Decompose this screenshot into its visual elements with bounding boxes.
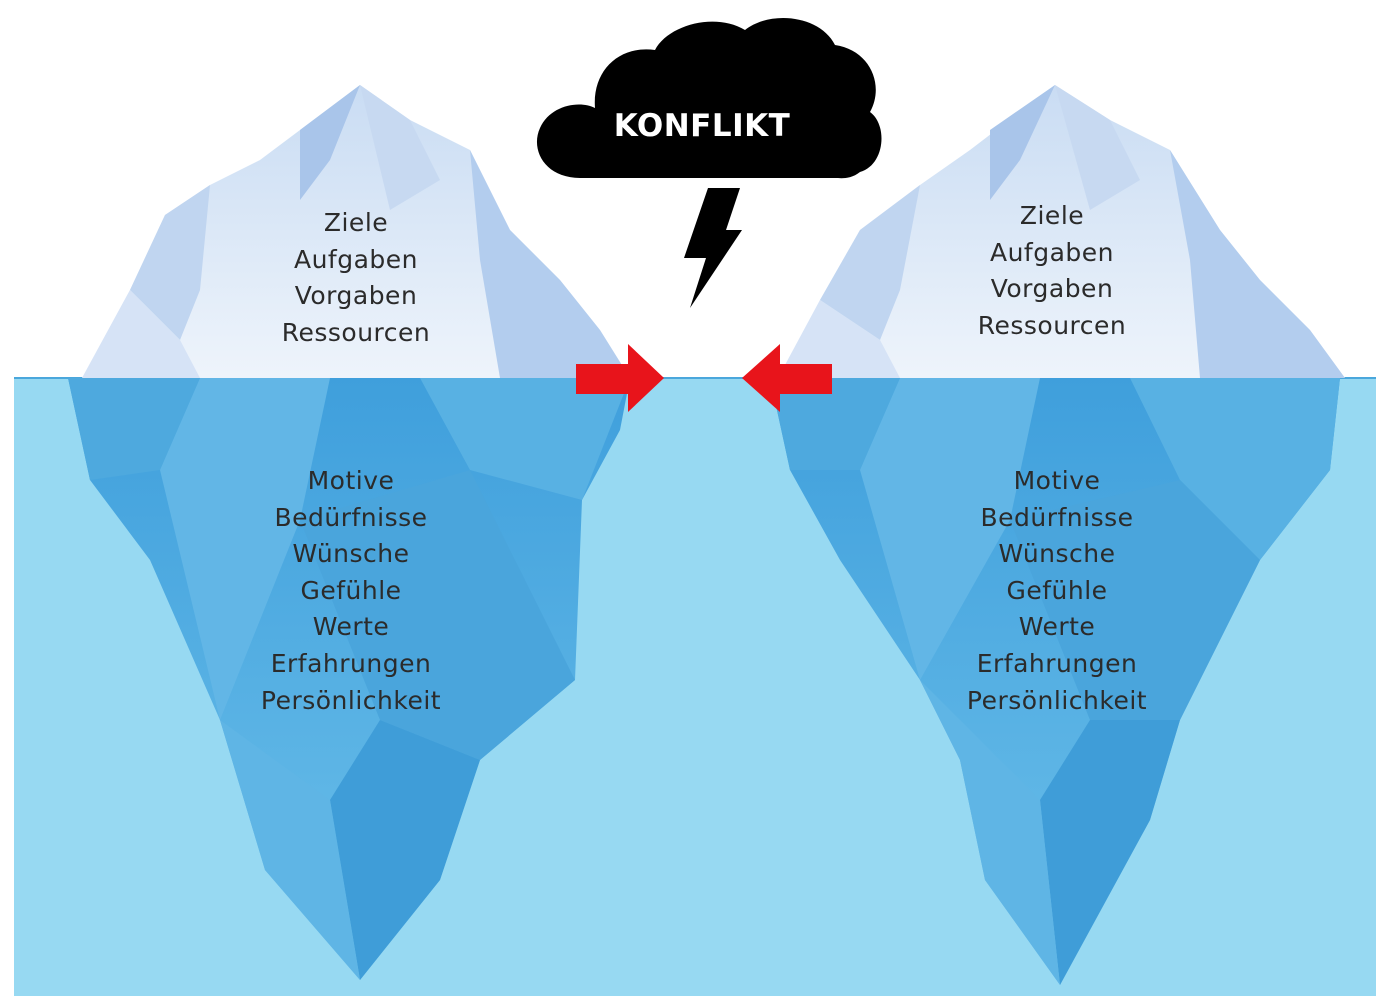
label-ressourcen: Ressourcen — [977, 310, 1127, 340]
iceberg-left — [68, 85, 630, 980]
iceberg-right-facet — [1170, 150, 1345, 378]
iceberg-right-above-labels: Ziele Aufgaben Vorgaben Ressourcen — [952, 198, 1152, 344]
label-werte: Werte — [312, 612, 390, 642]
iceberg-left-facet — [420, 378, 630, 500]
cloud-label: KONFLIKT — [613, 108, 791, 144]
label-gefuehle: Gefühle — [300, 575, 402, 605]
label-wuensche: Wünsche — [292, 539, 410, 569]
lightning-bolt-icon — [684, 188, 742, 308]
label-erfahrungen: Erfahrungen — [270, 648, 432, 678]
iceberg-right-facet — [778, 300, 900, 378]
label-erfahrungen: Erfahrungen — [976, 648, 1138, 678]
label-aufgaben: Aufgaben — [989, 237, 1115, 267]
iceberg-right-facet — [920, 680, 1060, 985]
label-motive: Motive — [307, 466, 395, 495]
label-beduerfnisse: Bedürfnisse — [980, 502, 1134, 532]
iceberg-right-facet — [820, 185, 920, 340]
iceberg-right-facet — [1130, 378, 1340, 560]
iceberg-left-facet — [470, 150, 630, 378]
label-gefuehle: Gefühle — [1006, 575, 1108, 605]
iceberg-right-facet — [1010, 480, 1260, 720]
label-aufgaben: Aufgaben — [293, 244, 419, 274]
label-persoenlichkeit: Persönlichkeit — [966, 685, 1148, 715]
arrow-left — [742, 344, 832, 412]
label-ressourcen: Ressourcen — [281, 317, 431, 347]
iceberg-right-facet — [770, 378, 900, 470]
label-beduerfnisse: Bedürfnisse — [274, 502, 428, 532]
label-ziele: Ziele — [1019, 201, 1085, 230]
iceberg-left-facet — [330, 720, 480, 980]
iceberg-right-facet — [1040, 720, 1180, 985]
label-wuensche: Wünsche — [998, 539, 1116, 569]
iceberg-right-below-labels: Motive Bedürfnisse Wünsche Gefühle Werte… — [932, 463, 1182, 719]
iceberg-left-facet — [130, 185, 210, 340]
iceberg-right-facet — [990, 85, 1055, 200]
iceberg-left-below-labels: Motive Bedürfnisse Wünsche Gefühle Werte… — [226, 463, 476, 719]
iceberg-left-facet — [68, 378, 200, 480]
iceberg-right — [770, 85, 1345, 985]
conflict-cloud — [536, 18, 882, 308]
iceberg-right-facet — [860, 378, 1040, 680]
iceberg-right-facet — [1055, 85, 1140, 210]
label-vorgaben: Vorgaben — [990, 274, 1114, 304]
label-motive: Motive — [1013, 466, 1101, 495]
iceberg-left-facet — [360, 85, 440, 210]
arrow-left-icon — [742, 344, 832, 412]
label-werte: Werte — [1018, 612, 1096, 642]
iceberg-left-facet — [220, 720, 360, 980]
iceberg-left-facet — [300, 470, 575, 760]
iceberg-left-facet — [82, 290, 200, 378]
iceberg-left-facet — [300, 85, 360, 200]
arrow-right-icon — [576, 344, 664, 412]
arrow-right — [576, 344, 664, 412]
label-persoenlichkeit: Persönlichkeit — [260, 685, 442, 715]
iceberg-left-above-labels: Ziele Aufgaben Vorgaben Ressourcen — [256, 205, 456, 351]
iceberg-left-facet — [160, 378, 330, 720]
cloud-icon — [536, 18, 882, 179]
label-vorgaben: Vorgaben — [294, 281, 418, 311]
label-ziele: Ziele — [323, 208, 389, 237]
